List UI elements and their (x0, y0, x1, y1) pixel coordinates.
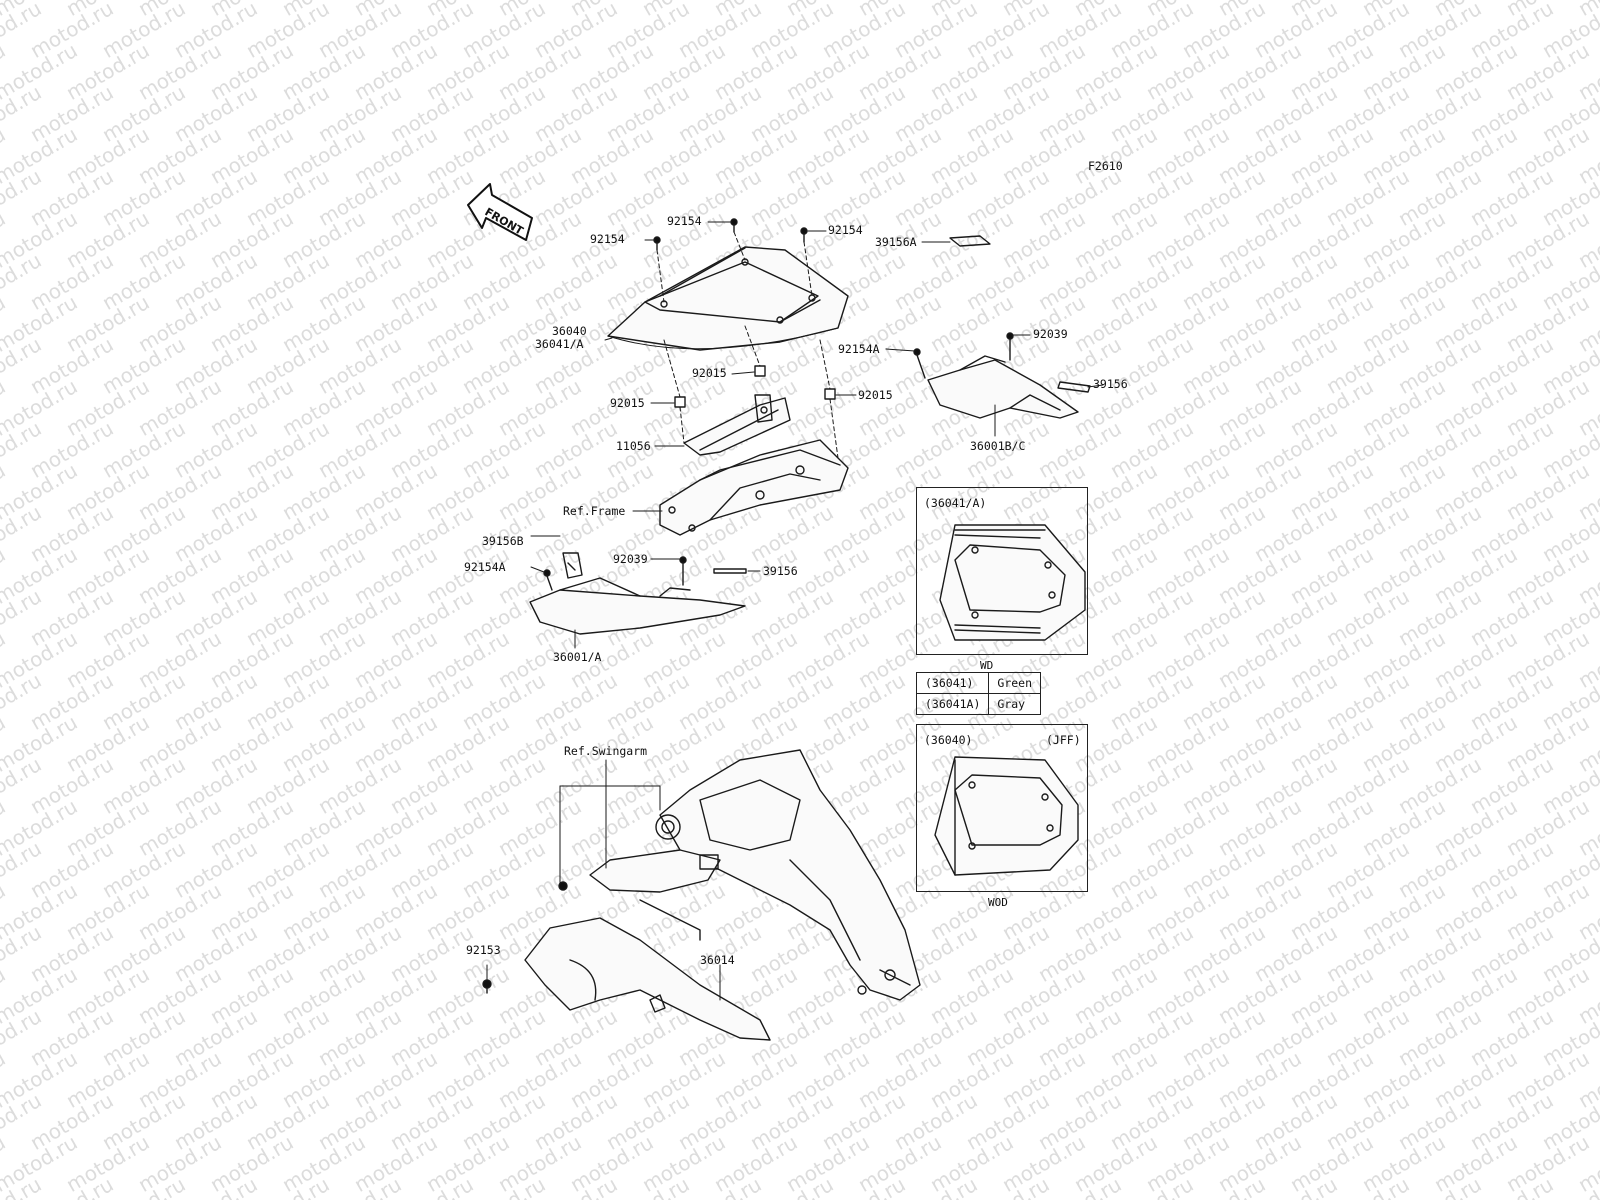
label-92039-right: 92039 (1033, 327, 1068, 341)
rear-frame (659, 439, 849, 536)
label-39156-right: 39156 (1093, 377, 1128, 391)
label-ref-frame: Ref.Frame (563, 504, 626, 518)
label-92154-top: 92154 (667, 214, 702, 228)
color-table: (36041) Green (36041A) Gray (915, 672, 1042, 715)
color-table-row: (36041A) Gray (915, 693, 1042, 715)
bracket-11056 (683, 394, 791, 456)
inset-wd-drawing (939, 524, 1086, 641)
color-table-color: Green (988, 672, 1042, 694)
label-39156B: 39156B (482, 534, 524, 548)
color-table-row: (36041) Green (915, 672, 1042, 694)
front-arrow-icon: FRONT (467, 183, 533, 241)
label-92015-left: 92015 (610, 396, 645, 410)
inset-wod-caption: WOD (988, 896, 1008, 909)
damper-92015-icon (663, 325, 839, 459)
label-36001A: 36001/A (553, 650, 602, 664)
swingarm (655, 749, 921, 1001)
inset-box-wod (916, 724, 1088, 892)
chain-slider (558, 849, 721, 941)
color-table-part: (36041) (915, 672, 990, 694)
leader-lines (486, 221, 1104, 1001)
label-92015-mid: 92015 (692, 366, 727, 380)
inset-wd-caption: WD (980, 659, 994, 672)
label-ref-swingarm: Ref.Swingarm (564, 744, 648, 758)
label-92015-right: 92015 (858, 388, 893, 402)
side-cover-36001A (529, 552, 747, 635)
inset-wod-title-right: (JFF) (1046, 733, 1081, 747)
label-36040: 36040 (552, 324, 587, 338)
inset-wod-title: (36040) (924, 733, 973, 747)
label-36001BC: 36001B/C (970, 439, 1026, 453)
label-92154A-left: 92154A (464, 560, 506, 574)
label-36014: 36014 (700, 953, 735, 967)
color-table-color: Gray (988, 693, 1042, 715)
inset-wd-title: (36041/A) (924, 496, 987, 510)
label-36041A: 36041/A (535, 337, 584, 351)
label-92153: 92153 (466, 943, 501, 957)
inset-wod-drawing (934, 756, 1079, 876)
label-92154-left: 92154 (590, 232, 625, 246)
side-cover-36001BC (913, 235, 1091, 419)
figure-code: F2610 (1088, 159, 1123, 173)
label-92154A-right: 92154A (838, 342, 880, 356)
color-table-part: (36041A) (915, 693, 990, 715)
inset-box-wd (916, 487, 1088, 655)
label-92039-left: 92039 (613, 552, 648, 566)
label-39156A: 39156A (875, 235, 917, 249)
chain-cover-36014 (482, 917, 771, 1041)
label-11056: 11056 (616, 439, 651, 453)
label-92154-right: 92154 (828, 223, 863, 237)
label-39156-left: 39156 (763, 564, 798, 578)
seat-cover-36040 (607, 246, 849, 351)
